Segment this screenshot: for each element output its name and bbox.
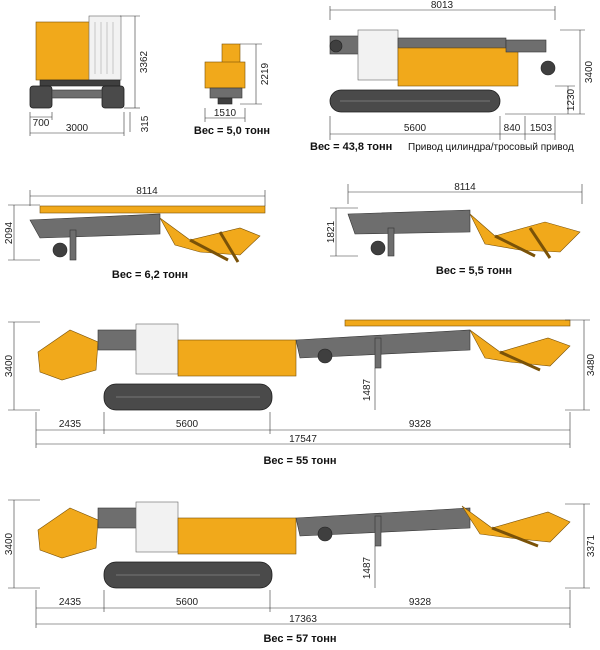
rotary-head-view: 2219 1510 Вес = 5,0 тонн — [194, 43, 271, 137]
front-view-body — [35, 21, 92, 81]
assembly-a-height-mid: 1487 — [362, 378, 373, 401]
assembly-a-cab — [135, 323, 179, 375]
rotary-head-width: 1510 — [214, 108, 237, 119]
rotary-head-gear — [209, 87, 243, 99]
base-machine-weight: Вес = 43,8 тонн — [310, 141, 392, 153]
assembly-a-front: 2435 — [59, 419, 82, 430]
assembly-a-mast-rail — [344, 319, 571, 327]
base-machine-length: 8013 — [431, 0, 454, 11]
assembly-a-height-left: 3400 — [4, 354, 15, 377]
base-machine-height-low: 1230 — [566, 88, 577, 111]
base-machine-view: 8013 3400 1230 5600 840 1503 Вес = 43,8 … — [310, 0, 595, 153]
assembly-b-lift-frame — [461, 505, 571, 543]
front-view-frame — [39, 79, 121, 87]
assembly-b-view: 3400 3371 1487 2435 5600 9328 17363 Вес … — [4, 499, 597, 645]
base-machine-drive-note: Привод цилиндра/тросовый привод — [408, 142, 574, 153]
assembly-b-total: 17363 — [289, 614, 317, 625]
assembly-a-lift-frame — [469, 329, 571, 367]
base-machine-rear-offset: 840 — [504, 123, 521, 134]
front-view-height: 3362 — [139, 50, 150, 73]
rotary-head-height: 2219 — [260, 62, 271, 85]
rotary-head-kelly — [217, 97, 233, 105]
front-view-cab — [88, 15, 122, 81]
mast-b-weight: Вес = 5,5 тонн — [436, 265, 512, 277]
assembly-a-mast-length: 9328 — [409, 419, 432, 430]
assembly-a-view: 3400 3480 1487 2435 5600 9328 17547 Вес … — [4, 319, 597, 467]
mast-b-beam — [347, 209, 471, 235]
front-view-left-offset: 700 — [33, 118, 50, 129]
front-view-axle — [51, 89, 103, 99]
assembly-a-total: 17547 — [289, 434, 317, 445]
mast-a-view: 8114 2094 Вес = 6,2 тонн — [4, 186, 266, 281]
base-machine-height: 3400 — [584, 60, 595, 83]
assembly-b-height-mid: 1487 — [362, 556, 373, 579]
base-machine-upper-frame — [397, 37, 507, 49]
assembly-b-weight: Вес = 57 тонн — [263, 633, 336, 645]
mast-b-lift-frame — [469, 213, 581, 253]
assembly-b-rotary-head — [37, 507, 99, 559]
base-machine-cab — [357, 29, 399, 81]
assembly-a-front-frame — [97, 329, 139, 351]
rotary-head-weight: Вес = 5,0 тонн — [194, 125, 270, 137]
front-view-width: 3000 — [66, 123, 89, 134]
assembly-a-mast — [295, 329, 471, 359]
mast-b-height: 1821 — [326, 220, 337, 243]
mast-a-rail — [39, 205, 266, 214]
base-machine-rear-overhang: 1503 — [530, 123, 553, 134]
base-machine-counter-arm — [505, 39, 547, 53]
front-view-right-track — [101, 85, 125, 109]
mast-a-weight: Вес = 6,2 тонн — [112, 269, 188, 281]
assembly-b-height-left: 3400 — [4, 532, 15, 555]
assembly-b-height-right: 3371 — [586, 534, 597, 557]
assembly-a-rotary-head — [37, 329, 99, 381]
mast-a-length: 8114 — [136, 186, 158, 197]
base-machine-rear-wheel — [540, 60, 556, 76]
assembly-b-front: 2435 — [59, 597, 82, 608]
mast-a-height: 2094 — [4, 221, 15, 244]
assembly-b-mast-length: 9328 — [409, 597, 432, 608]
mast-a-beam — [29, 213, 161, 239]
assembly-a-weight: Вес = 55 тонн — [263, 455, 336, 467]
assembly-a-base: 5600 — [176, 419, 199, 430]
base-machine-wheelbase: 5600 — [404, 123, 427, 134]
front-view-clearance: 315 — [140, 115, 151, 132]
assembly-a-body — [177, 339, 297, 377]
rotary-head-body — [204, 61, 246, 89]
assembly-b-cab — [135, 501, 179, 553]
mast-a-lift-frame — [159, 217, 261, 256]
assembly-b-front-frame — [97, 507, 139, 529]
assembly-b-mast — [295, 507, 471, 537]
assembly-a-height-right: 3480 — [586, 353, 597, 376]
mast-b-length: 8114 — [454, 182, 476, 193]
mast-b-view: 8114 1821 Вес = 5,5 тонн — [326, 182, 583, 277]
front-view: 3362 700 3000 315 — [29, 15, 151, 136]
assembly-b-body — [177, 517, 297, 555]
front-view-left-track — [29, 85, 53, 109]
base-machine-body — [397, 47, 519, 87]
rotary-head-top — [221, 43, 241, 65]
assembly-b-base: 5600 — [176, 597, 199, 608]
